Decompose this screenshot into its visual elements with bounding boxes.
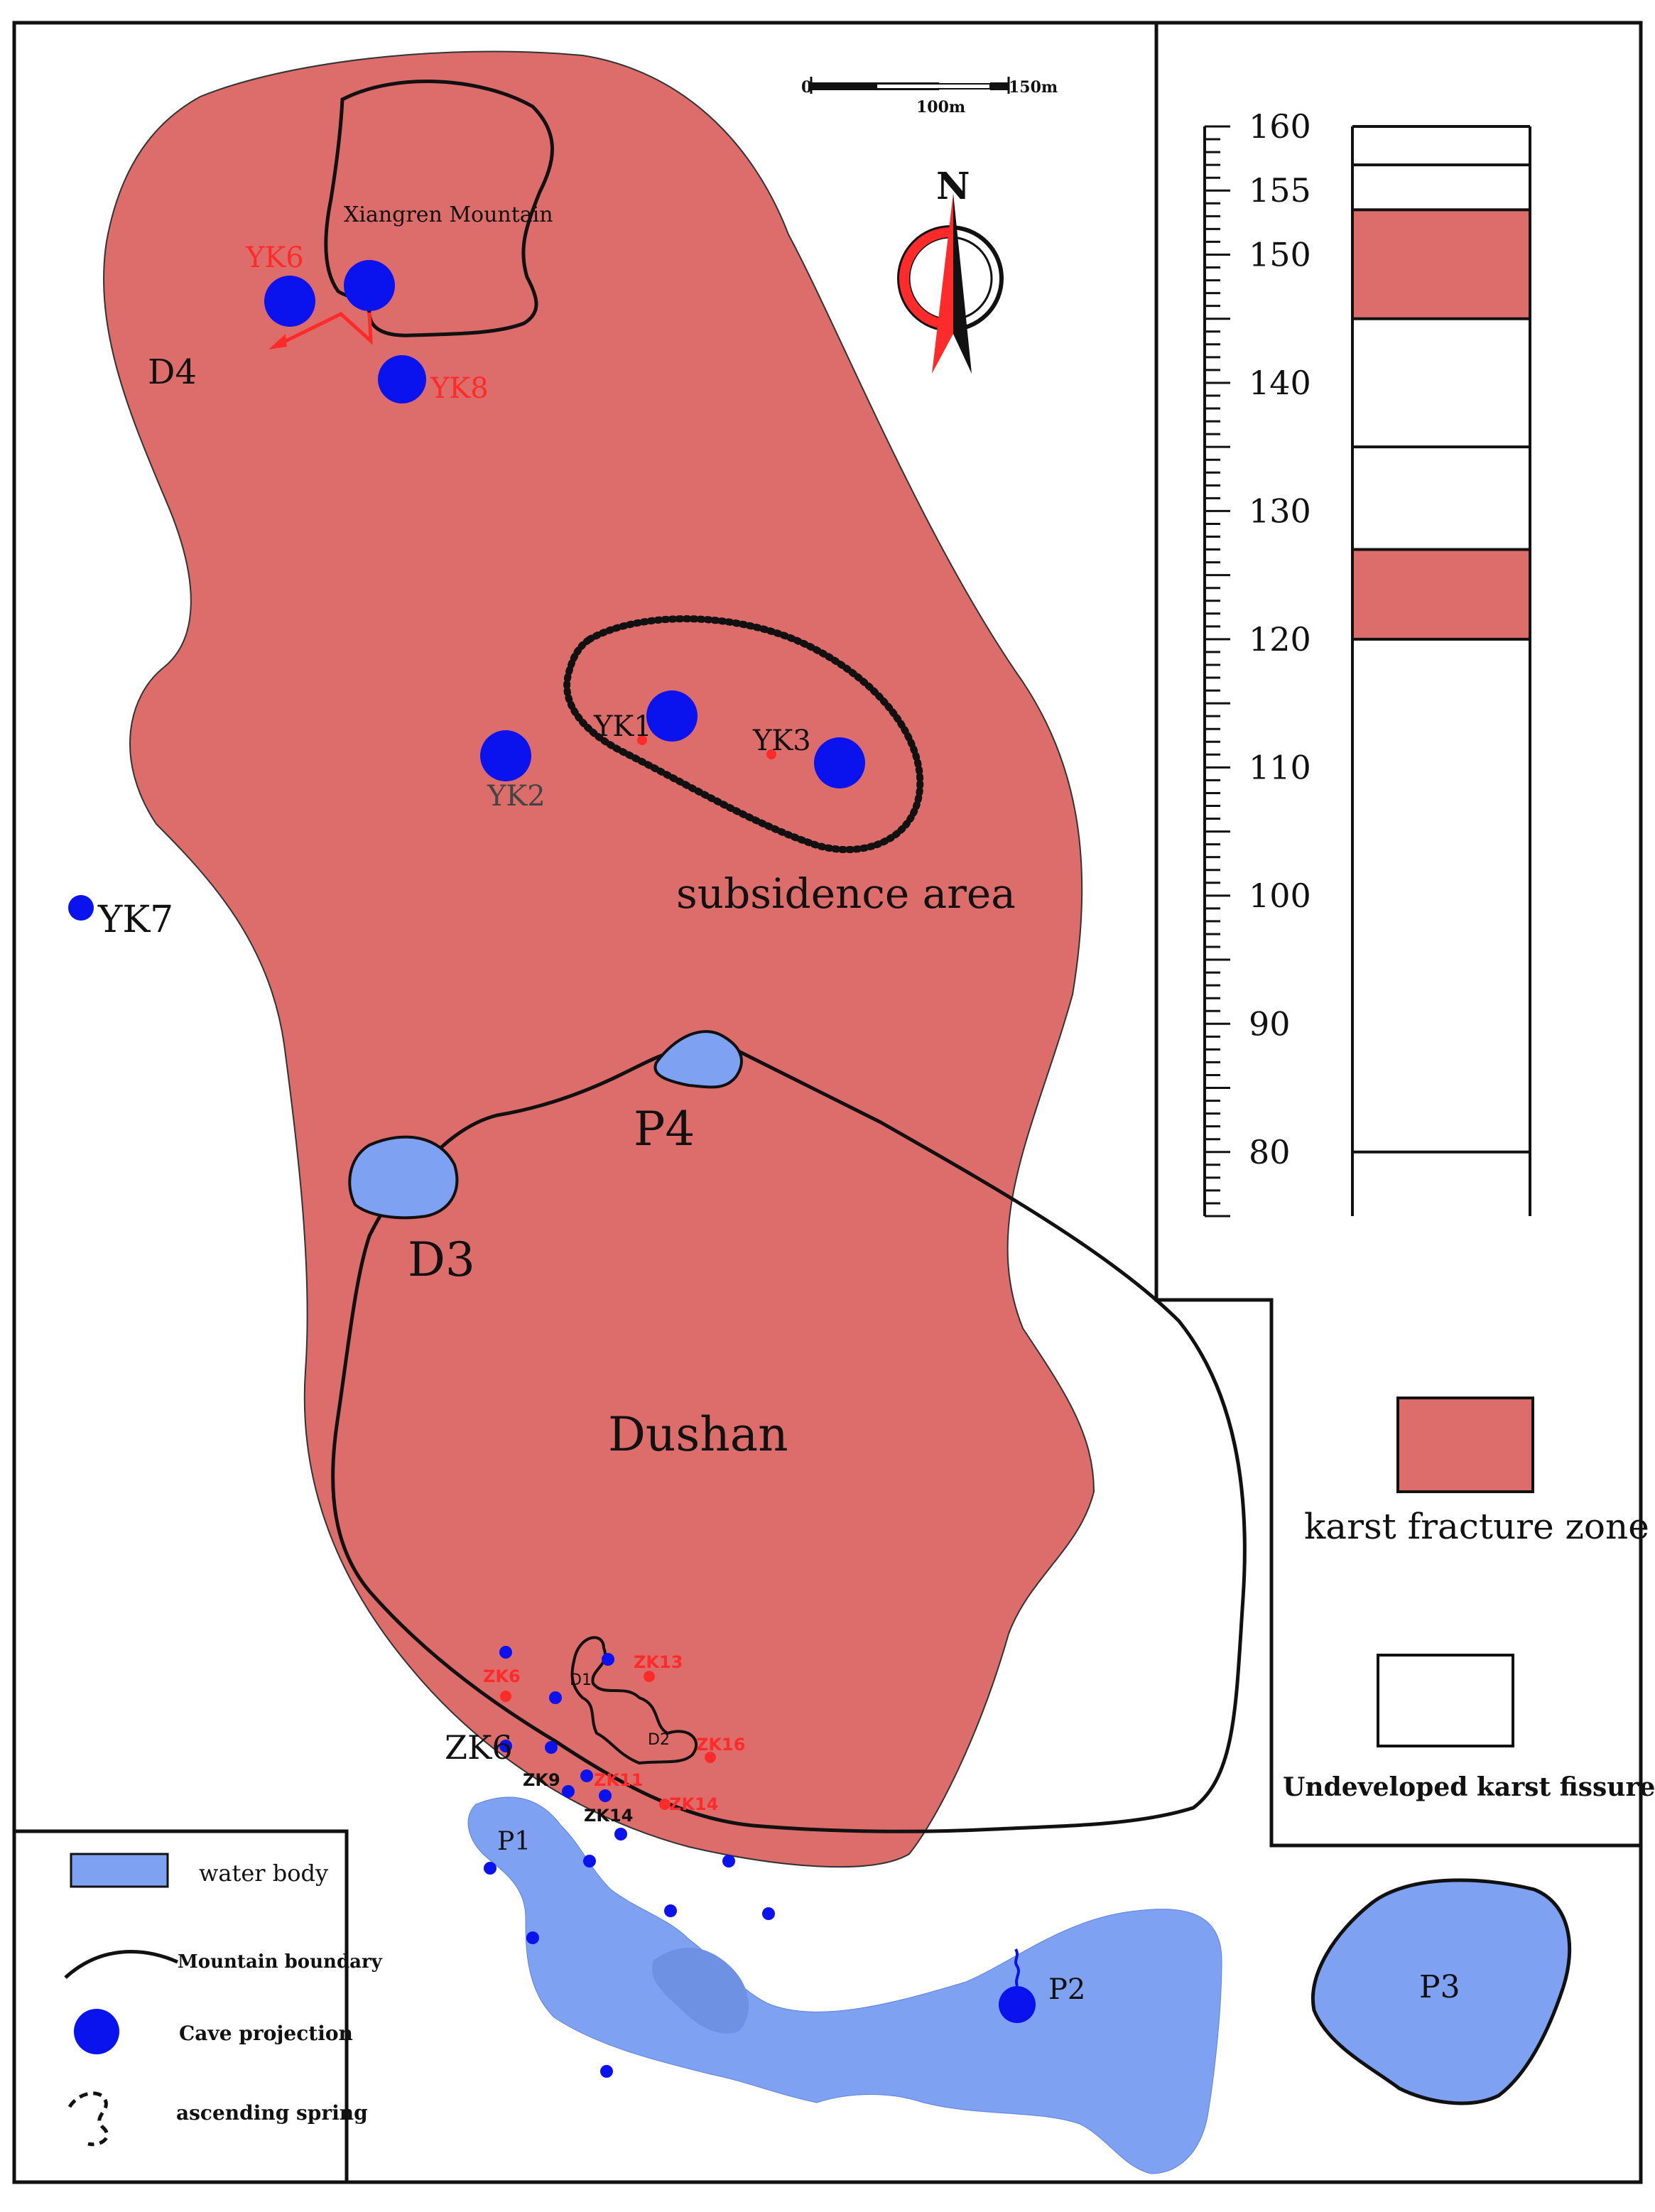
stratigraphic-column: 160 155 150 140 130 120 110 100 90 80: [1203, 107, 1531, 1218]
column-tick-label: 160: [1249, 107, 1311, 146]
p4-water-body: [653, 1030, 743, 1089]
d3-label: D3: [408, 1232, 475, 1287]
subsidence-area-inner: [565, 617, 921, 851]
legend-karst-label: karst fracture zone: [1304, 1506, 1649, 1547]
d4-label: D4: [148, 352, 197, 392]
north-arrow-icon: [897, 193, 1004, 374]
p3-label: P3: [1419, 1969, 1460, 2005]
yk7-label: YK7: [97, 899, 173, 941]
d1-label: D1: [570, 1671, 592, 1689]
spring-p2-icon: [1014, 1948, 1020, 1987]
legend-cave-label: Cave projection: [179, 2022, 353, 2045]
yk6-label: YK6: [245, 242, 304, 274]
xiangren-mountain-label: Xiangren Mountain: [344, 202, 553, 227]
yk1-label: YK1: [593, 710, 652, 743]
map-frame: [12, 21, 1643, 2184]
cave-yk1: [646, 690, 698, 742]
cave-yk3: [814, 737, 865, 788]
column-tick-label: 80: [1249, 1133, 1291, 1171]
p4-label: P4: [634, 1102, 695, 1156]
dot-yk1: [637, 735, 647, 745]
legend-undeveloped-label: Undeveloped karst fissures: [1283, 1772, 1655, 1802]
north-label: N: [936, 165, 970, 208]
karst-fracture-zone: [103, 50, 1095, 1868]
column-tick-label: 140: [1249, 364, 1311, 402]
yk6-arrow-head: [268, 334, 287, 349]
column-tick-label: 110: [1249, 748, 1311, 786]
legend-water-swatch: [70, 1853, 169, 1888]
legend-karst-swatch: [1396, 1397, 1534, 1493]
zk6-red-label: ZK6: [483, 1666, 521, 1686]
p1-darker-lobe: [652, 1947, 749, 2034]
cave-upper: [344, 260, 395, 311]
column-tick-label: 130: [1249, 492, 1311, 530]
ascending-spring-cluster: [570, 1636, 698, 1765]
yk8-label: YK8: [430, 372, 489, 405]
column-tick-label: 155: [1249, 171, 1311, 210]
cave-yk6: [264, 276, 315, 327]
scale-bar-mid: 100m: [916, 98, 965, 116]
column-tick-label: 100: [1249, 877, 1311, 915]
dot-yk3: [766, 749, 776, 759]
legend-water-label: water body: [199, 1860, 328, 1887]
column-tick-label: 90: [1249, 1004, 1291, 1043]
column-fracture-zone: [1351, 548, 1531, 641]
zk14-black-label: ZK14: [584, 1806, 633, 1826]
column-tick-label: 150: [1249, 235, 1311, 273]
legend-cave-icon: [74, 2009, 119, 2054]
yk2-label: YK2: [487, 780, 546, 813]
subsidence-area-label: subsidence area: [676, 869, 1016, 918]
scale-bar-end: 150m: [1009, 78, 1058, 97]
legend-panel-border: [1154, 23, 1641, 1848]
column-fracture-zone: [1351, 208, 1531, 320]
zk6-black-label: ZK6: [445, 1728, 513, 1767]
legend-spring-label: ascending spring: [176, 2101, 368, 2125]
legend-undeveloped-swatch: [1377, 1654, 1514, 1747]
d2-label: D2: [648, 1731, 670, 1749]
p1-p2-water-body: [467, 1796, 1222, 2174]
left-legend-border: [14, 1829, 349, 2182]
zk14-red-label: ZK14: [669, 1794, 718, 1814]
dushan-label: Dushan: [608, 1407, 788, 1462]
d3-water-body: [348, 1135, 459, 1220]
xiangren-mountain-boundary: [324, 80, 554, 337]
cave-yk2: [480, 730, 531, 781]
red-borehole-points: [500, 1671, 716, 1810]
legend-mountain-line-icon: [64, 1950, 179, 1979]
cave-p2: [999, 1986, 1036, 2023]
cave-yk8: [378, 355, 426, 403]
scale-bar: [810, 77, 1010, 94]
zk11-label: ZK11: [594, 1770, 643, 1790]
legend-mountain-label: Mountain boundary: [178, 1951, 383, 1973]
zk9-label: ZK9: [523, 1770, 560, 1790]
column-tick-label: 120: [1249, 620, 1311, 658]
cave-yk7: [68, 895, 94, 921]
p2-label: P2: [1048, 1973, 1085, 2006]
zk16-label: ZK16: [696, 1735, 745, 1755]
sample-points: [484, 1646, 775, 2078]
p3-water-body: [1311, 1878, 1572, 2105]
p1-label: P1: [497, 1827, 531, 1856]
yk3-label: YK3: [752, 725, 811, 757]
scale-bar-start: 0: [801, 78, 812, 97]
yk6-arrow: [276, 312, 373, 347]
legend-spring-icon: [67, 2091, 109, 2147]
zk13-label: ZK13: [634, 1652, 683, 1672]
